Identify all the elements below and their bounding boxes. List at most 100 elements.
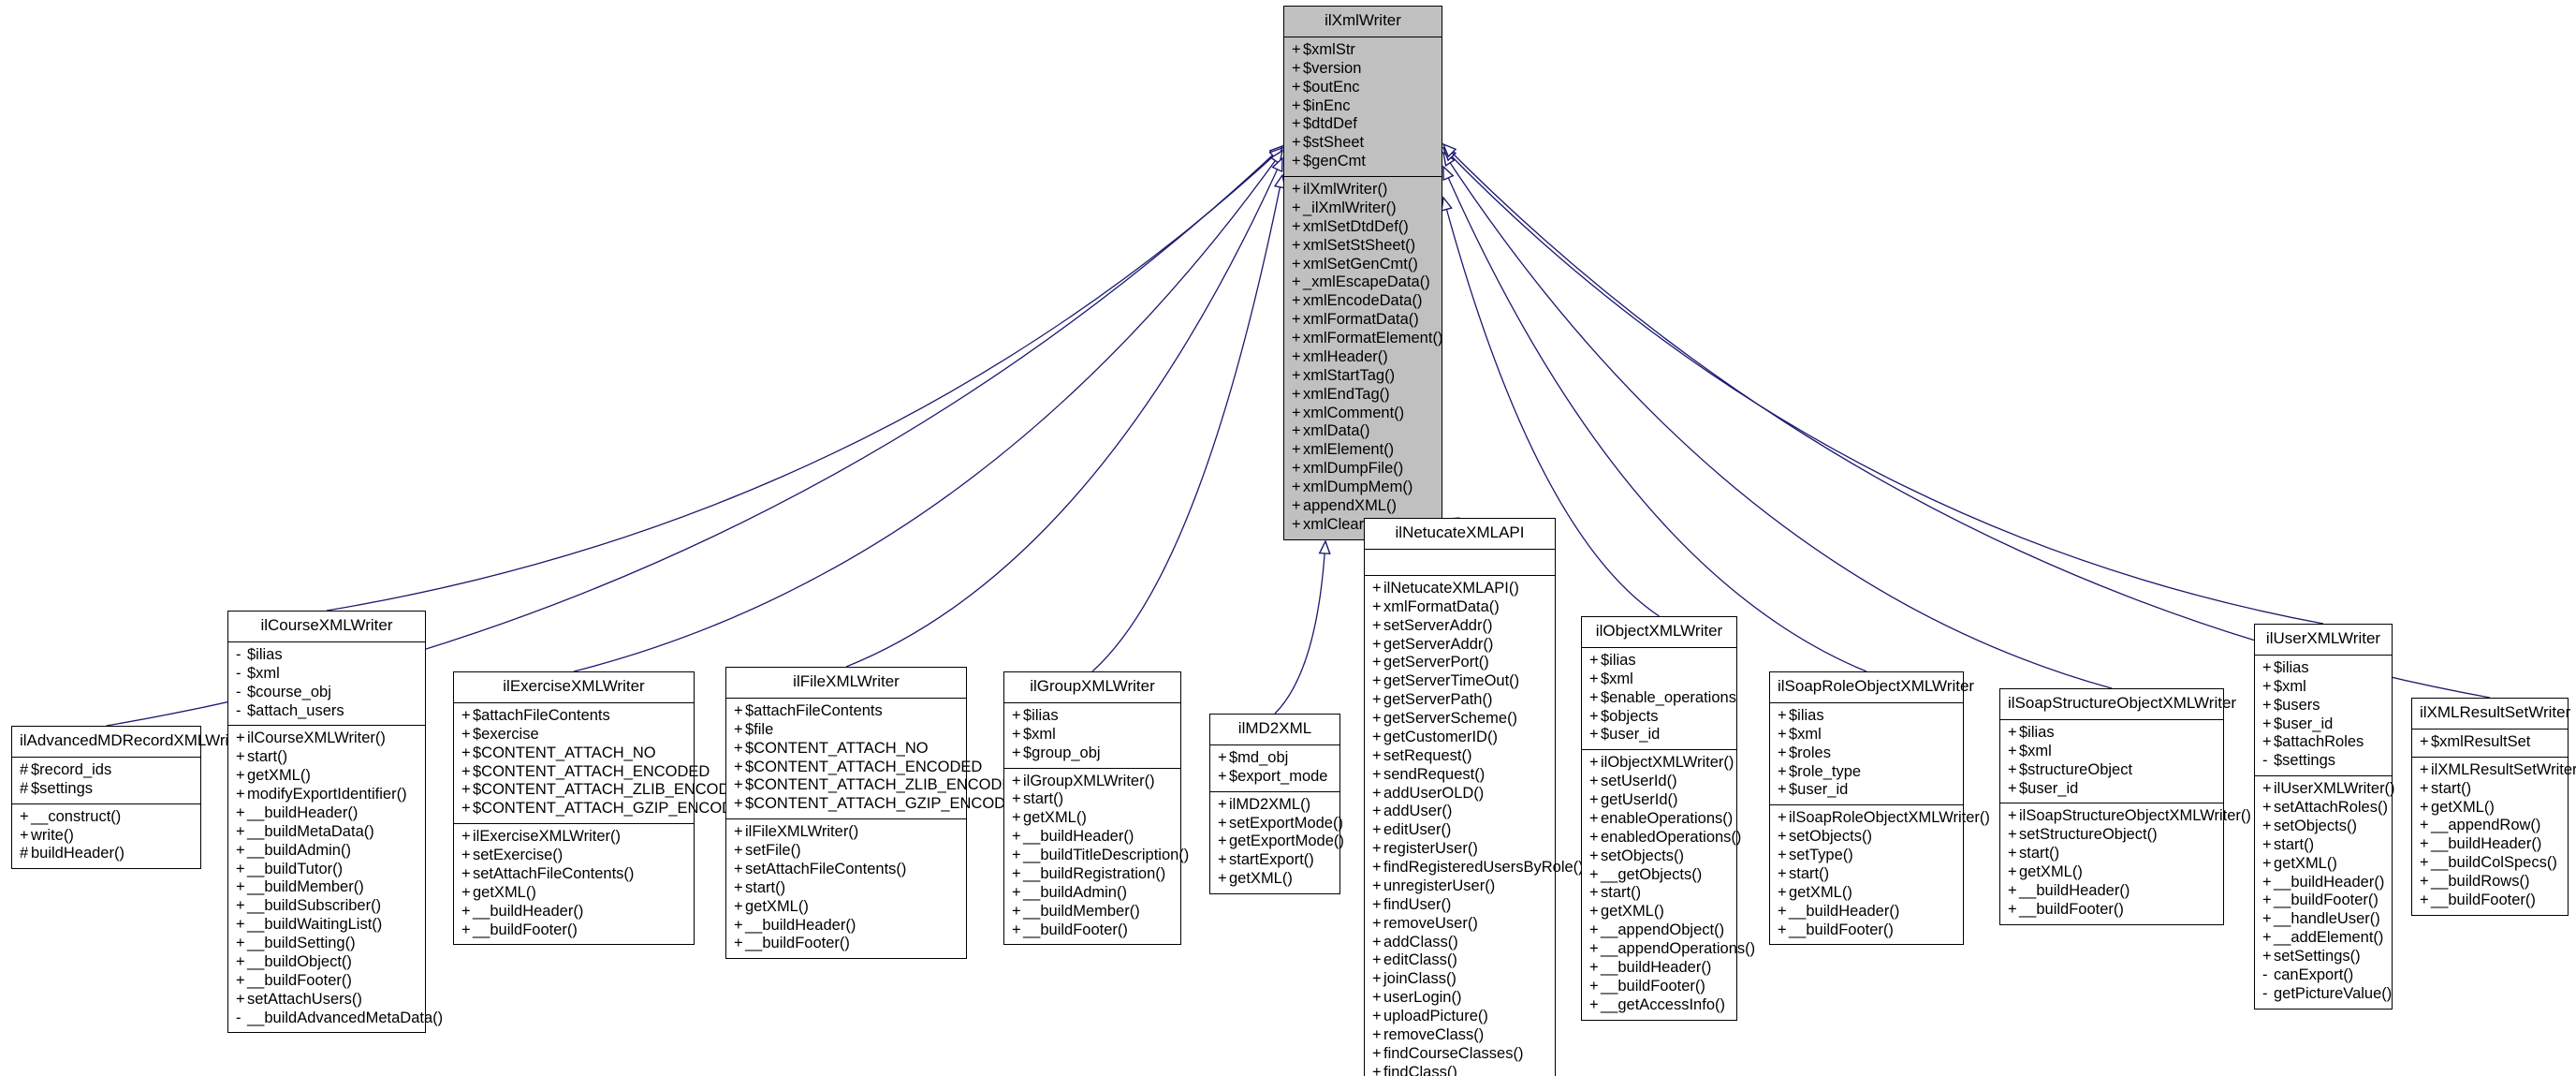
uml-method-row: +__buildFooter() — [1778, 921, 1957, 940]
uml-method-row: +__buildRegistration() — [1012, 865, 1175, 884]
uml-attribute-row: +$CONTENT_ATTACH_NO — [734, 740, 960, 759]
inheritance-edge — [1442, 143, 2491, 699]
visibility-marker: + — [1778, 921, 1787, 938]
visibility-marker: + — [461, 744, 471, 761]
visibility-marker: + — [2262, 854, 2272, 872]
uml-class-ilObjectXMLWriter[interactable]: ilObjectXMLWriter+$ilias+$xml+$enable_op… — [1581, 616, 1755, 1021]
method-name: __buildTitleDescription() — [1023, 847, 1190, 864]
visibility-marker: + — [2262, 658, 2272, 676]
uml-method-row: +__appendOperations() — [1589, 940, 1755, 959]
attribute-name: $CONTENT_ATTACH_GZIP_ENCODED — [745, 795, 1028, 813]
visibility-marker: + — [1589, 670, 1599, 687]
uml-class-ilXmlWriter[interactable]: ilXmlWriter+$xmlStr+$version+$outEnc+$in… — [1283, 6, 1442, 540]
uml-class-ilAdvancedMDRecordXMLWriter[interactable]: ilAdvancedMDRecordXMLWriter#$record_ids#… — [11, 726, 247, 870]
visibility-marker: + — [2420, 891, 2429, 908]
visibility-marker: + — [1292, 292, 1301, 310]
uml-class-ilGroupXMLWriter[interactable]: ilGroupXMLWriter+$ilias+$xml+$group_obj+… — [1003, 671, 1189, 946]
visibility-marker: + — [1292, 153, 1301, 170]
visibility-marker: + — [1292, 515, 1301, 533]
method-name: xmlDumpFile() — [1303, 460, 1404, 478]
method-name: canExport() — [2274, 965, 2354, 983]
visibility-marker: + — [1292, 496, 1301, 514]
uml-class-ilExerciseXMLWriter[interactable]: ilExerciseXMLWriter+$attachFileContents+… — [453, 671, 754, 946]
visibility-marker: + — [734, 776, 743, 794]
visibility-marker: + — [1012, 864, 1021, 882]
method-name: enableOperations() — [1601, 809, 1734, 827]
uml-class-title: ilXmlWriter — [1284, 7, 1442, 37]
uml-method-row: +getXML() — [461, 884, 688, 903]
attribute-name: $settings — [2274, 752, 2336, 770]
inheritance-arrowhead — [1441, 196, 1453, 212]
visibility-marker: + — [1372, 970, 1382, 988]
uml-method-row: +getXML() — [2420, 799, 2562, 818]
uml-method-row: +ilCourseXMLWriter() — [236, 730, 419, 748]
uml-attribute-row: +$ilias — [2262, 659, 2386, 678]
visibility-marker: + — [461, 800, 471, 818]
visibility-marker: + — [1218, 795, 1227, 813]
uml-class-ilMD2XML[interactable]: ilMD2XML+$md_obj+$export_mode+ilMD2XML()… — [1209, 714, 1344, 895]
method-name: xmlFormatData() — [1303, 311, 1419, 329]
visibility-marker: + — [1589, 707, 1599, 725]
method-name: getXML() — [2019, 863, 2083, 881]
visibility-marker: + — [236, 748, 245, 766]
visibility-marker: + — [1012, 725, 1021, 743]
visibility-marker: # — [20, 779, 29, 797]
method-name: setAttachRoles() — [2274, 799, 2388, 817]
visibility-marker: + — [461, 883, 471, 901]
visibility-marker: + — [461, 706, 471, 724]
uml-method-row: +getServerScheme() — [1372, 710, 1549, 729]
method-name: joinClass() — [1383, 970, 1456, 988]
uml-method-row: +setExercise() — [461, 847, 688, 865]
visibility-marker: + — [1372, 877, 1382, 894]
visibility-marker: + — [1372, 616, 1382, 634]
uml-attribute-row: +$roles — [1778, 744, 1957, 763]
visibility-marker: + — [1778, 883, 1787, 901]
visibility-marker: + — [1292, 441, 1301, 459]
method-name: addUserOLD() — [1383, 784, 1485, 802]
method-name: getPictureValue() — [2274, 984, 2393, 1002]
uml-class-ilNetucateXMLAPI[interactable]: ilNetucateXMLAPI+ilNetucateXMLAPI()+xmlF… — [1364, 518, 1584, 1076]
uml-class-ilSoapRoleObjectXMLWriter[interactable]: ilSoapRoleObjectXMLWriter+$ilias+$xml+$r… — [1769, 671, 1990, 946]
attribute-name: $role_type — [1789, 762, 1862, 780]
visibility-marker: + — [2008, 779, 2017, 797]
uml-method-row: +editUser() — [1372, 821, 1549, 840]
uml-attributes-section: +$ilias+$xml+$structureObject+$user_id — [2000, 720, 2223, 804]
visibility-marker: + — [1778, 828, 1787, 846]
uml-method-row: +__buildAdmin() — [236, 842, 419, 861]
uml-method-row: +__buildMember() — [1012, 903, 1175, 921]
uml-class-ilXMLResultSetWriter[interactable]: ilXMLResultSetWriter+$xmlResultSet+ilXML… — [2411, 698, 2576, 916]
uml-method-row: +uploadPicture() — [1372, 1008, 1549, 1026]
attribute-name: $genCmt — [1303, 153, 1366, 170]
visibility-marker: + — [2008, 723, 2017, 741]
visibility-marker: - — [236, 645, 242, 663]
method-name: setFile() — [745, 842, 801, 860]
uml-method-row: +__buildHeader() — [461, 903, 688, 921]
uml-class-ilSoapStructureObjectXMLWriter[interactable]: ilSoapStructureObjectXMLWriter+$ilias+$x… — [1999, 688, 2251, 925]
uml-methods-section: +ilXMLResultSetWriter()+start()+getXML()… — [2412, 758, 2576, 915]
attribute-name: $objects — [1601, 707, 1659, 725]
uml-attribute-row: +$xml — [1012, 726, 1175, 744]
visibility-marker: + — [1372, 1008, 1382, 1025]
method-name: xmlStartTag() — [1303, 366, 1396, 384]
uml-class-ilCourseXMLWriter[interactable]: ilCourseXMLWriter-$ilias-$xml-$course_ob… — [227, 611, 443, 1034]
method-name: __appendObject() — [1601, 921, 1725, 939]
visibility-marker: + — [1292, 366, 1301, 384]
visibility-marker: + — [1292, 404, 1301, 421]
visibility-marker: - — [2262, 984, 2268, 1002]
visibility-marker: + — [1372, 821, 1382, 839]
uml-method-row: +start() — [236, 748, 419, 767]
method-name: xmlEndTag() — [1303, 385, 1390, 403]
visibility-marker: + — [2420, 817, 2429, 834]
uml-method-row: +addUserOLD() — [1372, 785, 1549, 803]
attribute-name: $CONTENT_ATTACH_ZLIB_ENCODED — [745, 776, 1024, 794]
visibility-marker: + — [1292, 40, 1301, 58]
visibility-marker: + — [1292, 134, 1301, 152]
method-name: start() — [2019, 845, 2060, 862]
attribute-name: $CONTENT_ATTACH_ZLIB_ENCODED — [473, 781, 752, 799]
uml-method-row: +ilXMLResultSetWriter() — [2420, 761, 2576, 780]
visibility-marker: + — [461, 864, 471, 882]
uml-class-ilUserXMLWriter[interactable]: ilUserXMLWriter+$ilias+$xml+$users+$user… — [2254, 624, 2395, 1010]
visibility-marker: + — [734, 795, 743, 813]
uml-class-ilFileXMLWriter[interactable]: ilFileXMLWriter+$attachFileContents+$fil… — [725, 667, 1027, 960]
uml-method-row: +startExport() — [1218, 851, 1334, 870]
